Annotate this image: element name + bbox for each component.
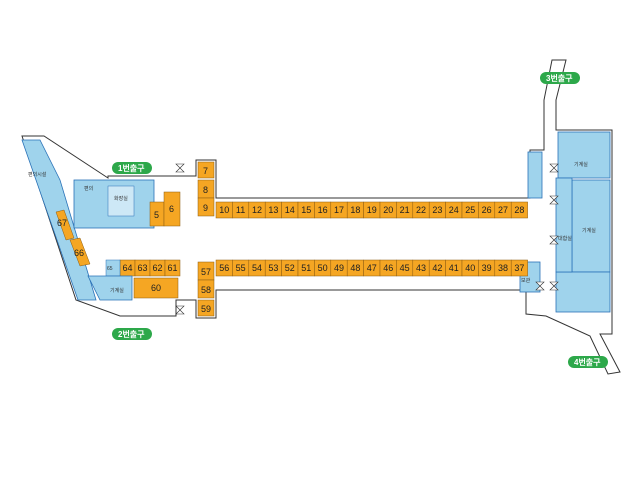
shop-28-label: 28: [514, 205, 524, 215]
shop-50-label: 50: [318, 263, 328, 273]
shop-25-label: 25: [465, 205, 475, 215]
shop-15-label: 15: [301, 205, 311, 215]
shop-42-label: 42: [432, 263, 442, 273]
right-gate-area: [555, 177, 573, 273]
shop-41-label: 41: [449, 263, 459, 273]
shop-51-label: 51: [301, 263, 311, 273]
exit-3-label: 3번출구: [546, 73, 573, 83]
corner-label: 보관: [521, 277, 531, 284]
shop-26-label: 26: [482, 205, 492, 215]
shop-63-label: 63: [137, 263, 147, 273]
right-top-label: 기계실: [574, 161, 588, 168]
exit-2-label: 2번출구: [118, 329, 145, 339]
shop-67-label: 67: [57, 218, 67, 228]
shop-61-label: 61: [167, 263, 177, 273]
shop-67[interactable]: [55, 209, 75, 241]
restroom-a: [107, 185, 135, 217]
shop-11-label: 11: [236, 205, 245, 215]
shop-16-label: 16: [318, 205, 328, 215]
right-block-low: [555, 271, 611, 313]
shop-13-label: 13: [268, 205, 278, 215]
shop-6-label: 6: [169, 204, 174, 214]
shop-5-label: 5: [154, 210, 159, 220]
shop-46-label: 46: [383, 263, 393, 273]
shop-43-label: 43: [416, 263, 426, 273]
upper-left-label: 편의: [84, 185, 93, 192]
shop-58-label: 58: [201, 285, 211, 295]
shop-49-label: 49: [334, 263, 344, 273]
shop-37[interactable]: [510, 259, 528, 277]
shop-27-label: 27: [498, 205, 508, 215]
shop-57-label: 57: [201, 267, 211, 277]
shop-37-label: 37: [514, 263, 524, 273]
shop-64-label: 64: [122, 263, 132, 273]
restroom-label: 화장실: [114, 195, 128, 202]
right-gate-label: 대합실: [558, 235, 572, 242]
gate-icon: [175, 163, 559, 315]
shop-19-label: 19: [367, 205, 377, 215]
shop-9-label: 9: [203, 203, 208, 213]
right-small-block: [527, 151, 543, 199]
shop-7[interactable]: [197, 161, 215, 179]
shop-47-label: 47: [367, 263, 377, 273]
shop-20-label: 20: [383, 205, 393, 215]
shop-10-label: 10: [219, 205, 229, 215]
left-wing-label: 편의시설: [28, 171, 47, 178]
shop-8-label: 8: [203, 185, 208, 195]
shop-40-label: 40: [465, 263, 475, 273]
shop-45-label: 45: [400, 263, 410, 273]
exit-1-badge[interactable]: 1번출구: [112, 162, 152, 174]
shop-18-label: 18: [350, 205, 360, 215]
exit-4-label: 4번출구: [574, 357, 601, 367]
shop-54-label: 54: [252, 263, 262, 273]
shop-61[interactable]: [164, 259, 181, 277]
shop-14-label: 14: [285, 205, 295, 215]
shop-28[interactable]: [510, 201, 528, 219]
right-mid-label: 기계실: [582, 227, 596, 234]
shop-7-label: 7: [203, 166, 208, 176]
shop-58[interactable]: [197, 279, 215, 299]
shop-39-label: 39: [482, 263, 492, 273]
bottom-shop-row: 56 55 54 53 52 51 50 49 48 47 46 45 43 42 41 40 39 38 37: [215, 259, 528, 277]
shop-48-label: 48: [350, 263, 360, 273]
shop-60[interactable]: [133, 277, 179, 299]
shop-6[interactable]: [163, 191, 181, 227]
shop-59[interactable]: [197, 299, 215, 317]
storage-label: 기계실: [110, 287, 124, 294]
exit-1-label: 1번출구: [118, 163, 145, 173]
shop-22-label: 22: [416, 205, 426, 215]
shop-52-label: 52: [285, 263, 295, 273]
shop-38-label: 38: [498, 263, 508, 273]
shop-60-label: 60: [151, 283, 161, 293]
right-block-top: [557, 131, 611, 179]
shop-12-label: 12: [252, 205, 262, 215]
exit-3-badge[interactable]: 3번출구: [540, 72, 580, 84]
exit-4-badge[interactable]: 4번출구: [568, 356, 608, 368]
lower-left-shop-row: 64 63 62 61: [119, 259, 181, 277]
shop-62-label: 62: [152, 263, 162, 273]
shop-55-label: 55: [236, 263, 246, 273]
corridor-outline: [21, 59, 621, 375]
shop-66[interactable]: [69, 237, 91, 267]
shop-56-label: 56: [219, 263, 229, 273]
top-shop-row: 10 11 12 13 14 15 16 17 18 19 20 21 22 23 24 25 26 27 28: [215, 201, 528, 219]
shop-17-label: 17: [334, 205, 344, 215]
shop-66-label: 66: [74, 248, 84, 258]
shop-9[interactable]: [197, 197, 215, 217]
shop-23-label: 23: [432, 205, 442, 215]
shop-24-label: 24: [449, 205, 459, 215]
shop-59-label: 59: [201, 304, 211, 314]
shop-53-label: 53: [268, 263, 278, 273]
right-block-mid: [571, 179, 611, 273]
exit-2-badge[interactable]: 2번출구: [112, 328, 152, 340]
lower-left-blue: [87, 275, 133, 301]
shop-21-label: 21: [400, 205, 410, 215]
shop-65-label: 65: [107, 266, 113, 272]
